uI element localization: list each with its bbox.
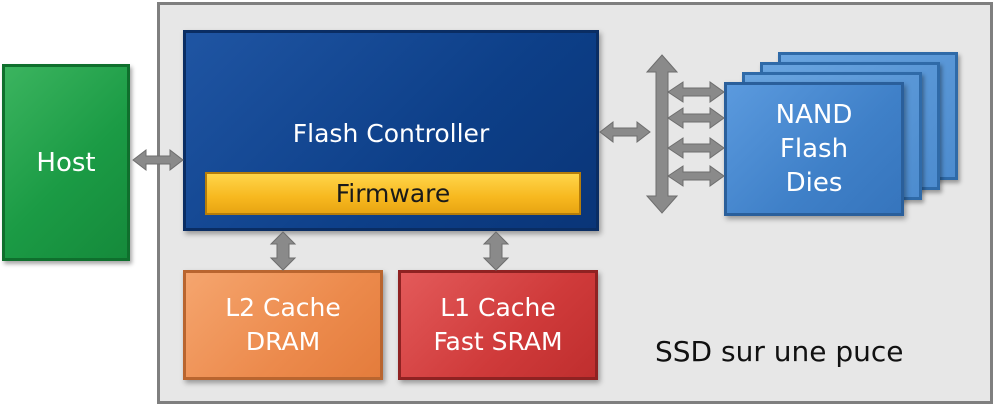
ssd-caption: SSD sur une puce bbox=[655, 335, 904, 368]
channel-arrow-4 bbox=[667, 165, 725, 187]
nand-line3: Dies bbox=[785, 168, 843, 198]
l1-cache-line1: L1 Cache bbox=[440, 293, 556, 322]
host-block: Host bbox=[2, 64, 130, 261]
channel-arrow-3 bbox=[667, 137, 725, 159]
flash-controller-block: Flash Controller Firmware bbox=[183, 30, 599, 231]
nand-line1: NAND bbox=[775, 100, 853, 130]
channel-arrow-2 bbox=[667, 107, 725, 129]
firmware-block: Firmware bbox=[205, 172, 581, 215]
l2-cache-line1: L2 Cache bbox=[225, 293, 341, 322]
l2-cache-block: L2 Cache DRAM bbox=[183, 270, 383, 380]
firmware-label: Firmware bbox=[335, 179, 451, 208]
nand-bus-arrow bbox=[645, 54, 679, 214]
controller-l2-arrow bbox=[269, 231, 297, 271]
controller-bus-arrow bbox=[599, 120, 651, 144]
channel-arrow-1 bbox=[667, 81, 725, 103]
host-controller-arrow bbox=[132, 148, 184, 172]
l1-cache-block: L1 Cache Fast SRAM bbox=[398, 270, 598, 380]
host-label: Host bbox=[36, 147, 96, 178]
controller-l1-arrow bbox=[482, 231, 510, 271]
l2-cache-line2: DRAM bbox=[245, 327, 321, 356]
nand-line2: Flash bbox=[779, 134, 849, 164]
l1-cache-line2: Fast SRAM bbox=[433, 327, 563, 356]
nand-flash-dies-block: NAND Flash Dies bbox=[724, 82, 904, 216]
flash-controller-label: Flash Controller bbox=[292, 119, 490, 148]
